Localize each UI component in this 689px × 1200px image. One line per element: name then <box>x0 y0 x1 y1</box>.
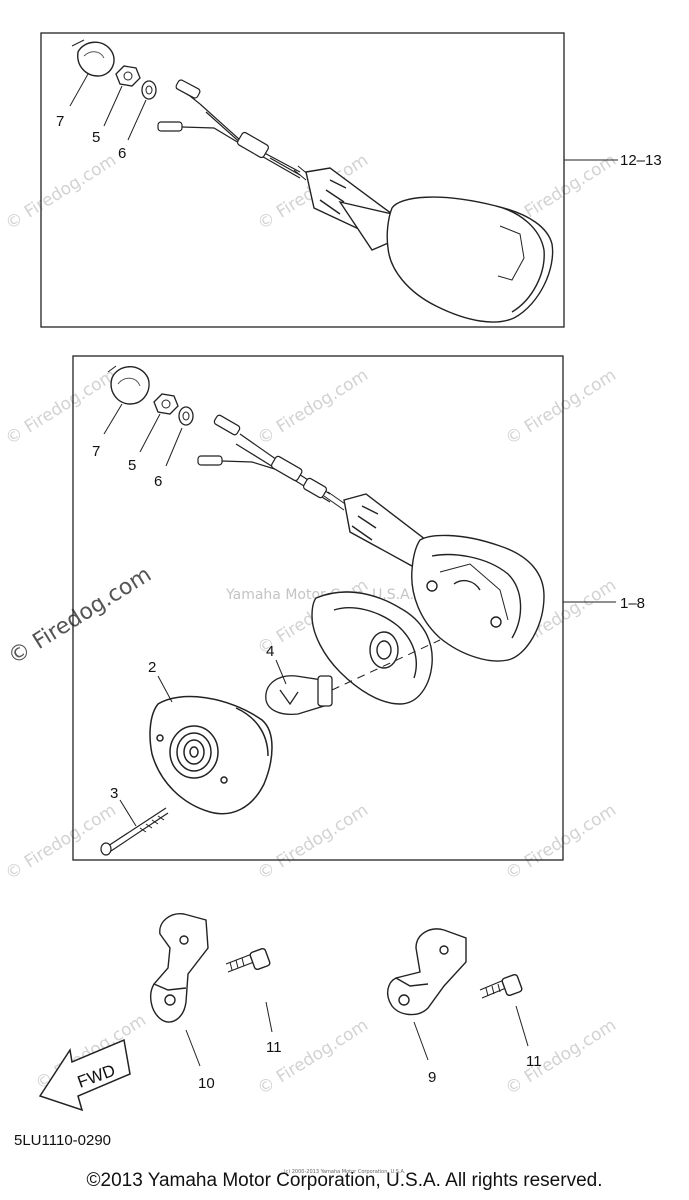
callout-bracket: 9 <box>428 1069 436 1086</box>
washer-part <box>178 406 194 426</box>
gasket-part <box>311 591 433 705</box>
callout-lens: 2 <box>148 659 156 676</box>
callout-nut: 5 <box>128 457 136 474</box>
callout-washer: 6 <box>118 145 126 162</box>
watermark: © Firedog.com <box>254 800 372 884</box>
wire-harness <box>157 79 311 181</box>
callout-cap: 7 <box>56 113 64 130</box>
watermark: © Firedog.com <box>2 150 120 234</box>
watermark: © Firedog.com <box>2 800 120 884</box>
callout-screw: 3 <box>110 785 118 802</box>
bracket-left <box>150 913 271 1023</box>
wire-harness <box>197 414 349 511</box>
callout-nut: 5 <box>92 129 100 146</box>
watermark: © Firedog.com <box>502 800 620 884</box>
callout-bolt: 11 <box>266 1039 282 1056</box>
screw-part <box>100 807 169 856</box>
callout-assembly-ref: 1–8 <box>620 595 645 612</box>
signal-housing-lower <box>343 493 545 662</box>
signal-body-upper <box>305 167 554 323</box>
callout-bulb: 4 <box>266 643 274 660</box>
washer-part <box>141 80 157 100</box>
lens-part <box>149 695 273 815</box>
cap-part <box>107 365 150 405</box>
bracket-right <box>386 928 523 1016</box>
leader-lines <box>69 73 618 161</box>
watermark: © Firedog.com <box>2 365 120 449</box>
callout-cap: 7 <box>92 443 100 460</box>
leader-lines <box>185 1001 529 1067</box>
watermark: © Firedog.com <box>502 1015 620 1099</box>
nut-part <box>153 393 179 415</box>
callout-assembly-ref: 12–13 <box>620 152 662 169</box>
callout-washer: 6 <box>154 473 162 490</box>
nut-part <box>115 65 141 87</box>
fine-print: (c) 2000-2013 Yamaha Motor Corporation, … <box>283 1169 406 1175</box>
upper-assembly: 7 5 6 12–13 <box>40 32 662 328</box>
callout-bracket: 10 <box>198 1075 215 1092</box>
watermark: © Firedog.com <box>502 365 620 449</box>
watermark: © Firedog.com <box>254 365 372 449</box>
upper-frame <box>40 32 565 328</box>
bulb-part <box>265 639 441 716</box>
watermark: © Firedog.com <box>4 562 156 670</box>
lower-frame <box>72 355 564 861</box>
copyright-notice: ©2013 Yamaha Motor Corporation, U.S.A. A… <box>86 1170 603 1191</box>
watermark: © Firedog.com <box>254 1015 372 1099</box>
lower-assembly: 7 5 6 1–8 2 4 3 <box>72 355 645 861</box>
cap-part <box>71 39 115 77</box>
diagram-code: 5LU1110-0290 <box>14 1132 112 1149</box>
callout-bolt: 11 <box>526 1053 542 1070</box>
fwd-arrow-icon <box>38 1038 131 1112</box>
leader-lines <box>103 403 616 827</box>
